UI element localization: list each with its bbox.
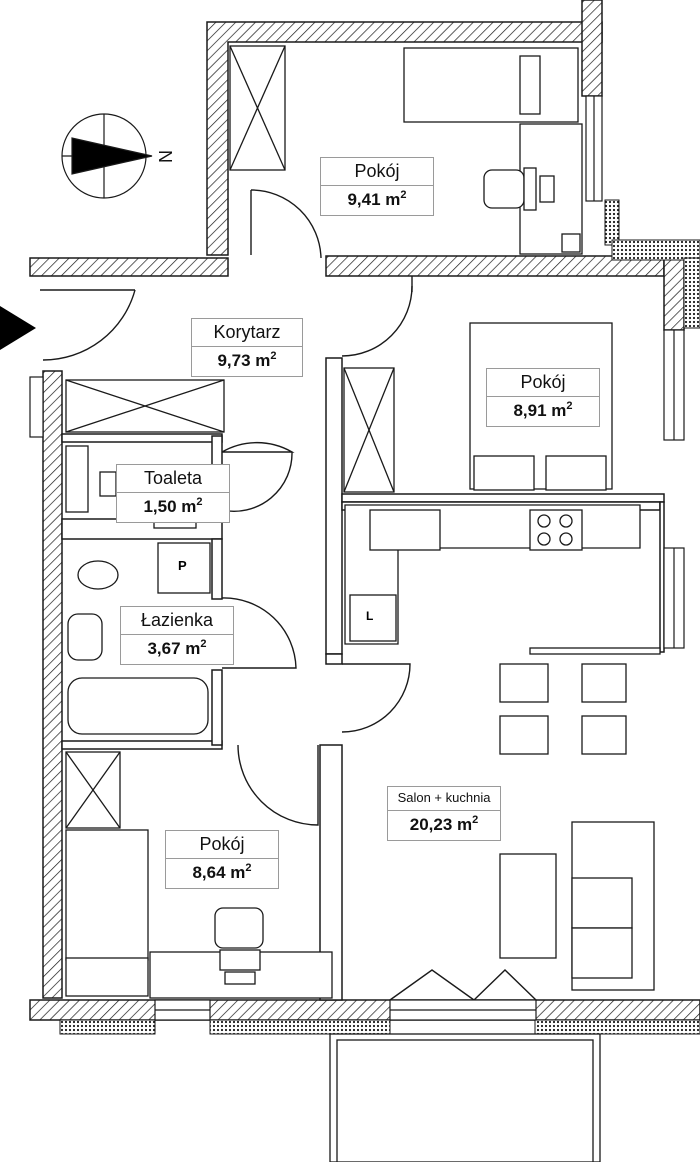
room-label-living-kitchen: Salon + kuchnia 20,23 m2 [387, 786, 501, 841]
room-label-bedroom-right: Pokój 8,91 m2 [486, 368, 600, 427]
insulation [59, 199, 700, 1035]
room-label-toilet: Toaleta 1,50 m2 [116, 464, 230, 523]
fixture-l-label: L [366, 609, 374, 623]
fixture-p-label: P [178, 558, 187, 573]
compass-north-letter: N [155, 150, 175, 163]
windows [29, 95, 685, 1021]
doors [40, 189, 537, 1001]
entry-arrow [0, 306, 36, 350]
furniture [65, 47, 661, 1162]
compass-icon [61, 113, 153, 199]
room-label-bedroom-upper: Pokój 9,41 m2 [320, 157, 434, 216]
room-label-bathroom: Łazienka 3,67 m2 [120, 606, 234, 665]
wardrobes [65, 45, 395, 829]
room-label-bedroom-lower: Pokój 8,64 m2 [165, 830, 279, 889]
room-label-corridor: Korytarz 9,73 m2 [191, 318, 303, 377]
